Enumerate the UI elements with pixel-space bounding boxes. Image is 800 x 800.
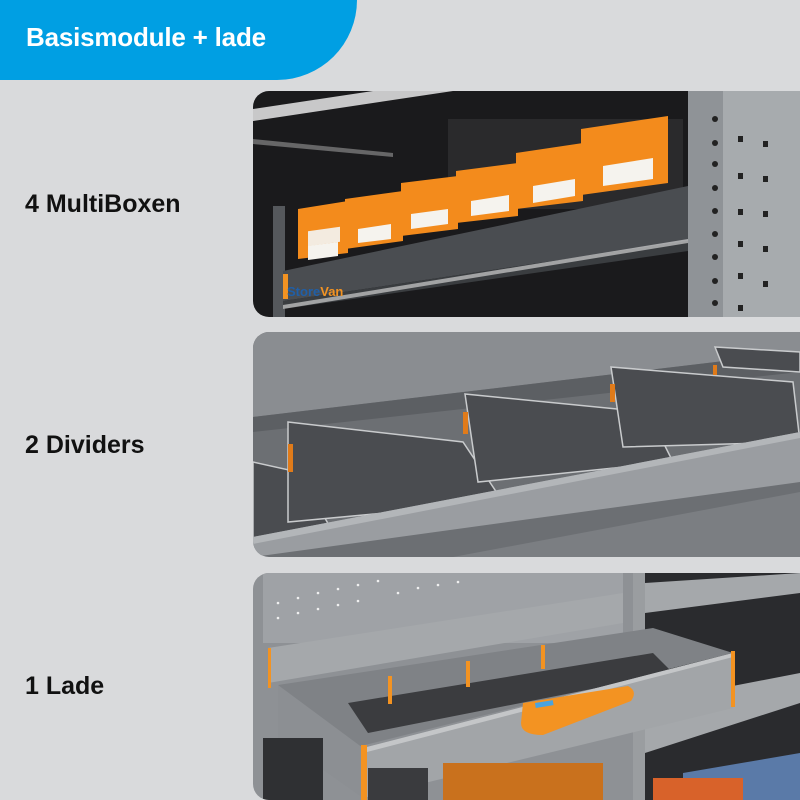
feature-label-dividers: 2 Dividers	[25, 431, 145, 459]
page-title: Basismodule + lade	[26, 22, 266, 52]
dividers-image	[253, 332, 800, 557]
lade-image	[253, 573, 800, 800]
multibox-image: StoreVan	[253, 91, 800, 317]
header-banner: Basismodule + lade	[0, 0, 357, 80]
feature-label-lade: 1 Lade	[25, 672, 105, 700]
feature-label-multiboxen: 4 MultiBoxen	[25, 190, 181, 218]
storevan-logo: StoreVan	[287, 284, 343, 299]
